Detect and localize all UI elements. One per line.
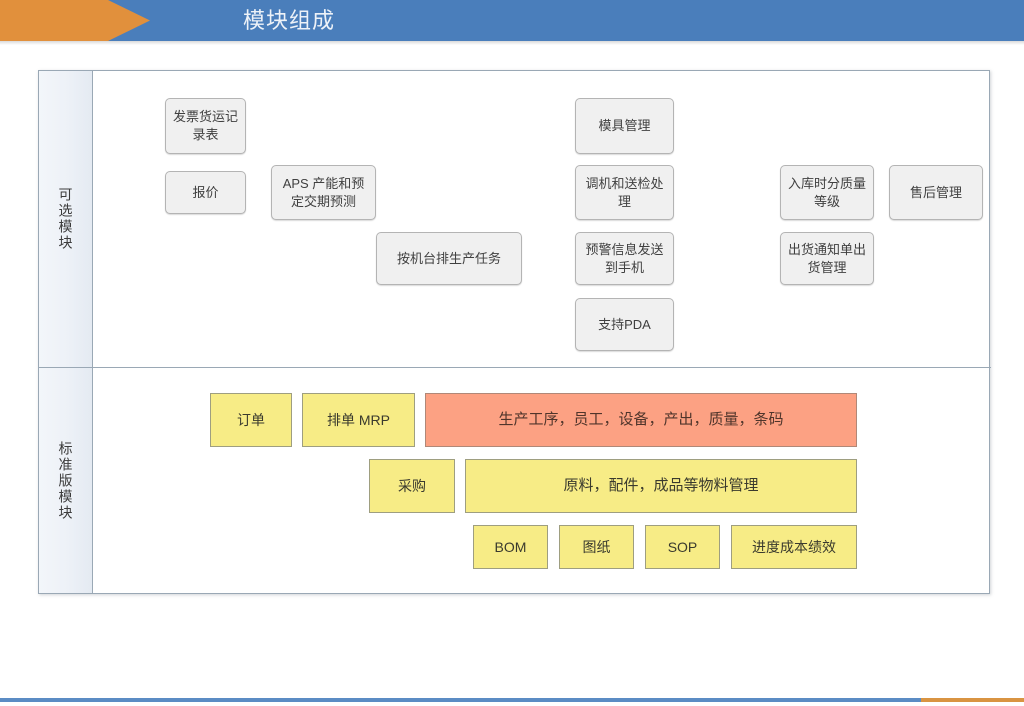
optional-module-after-sales[interactable]: 售后管理 <box>889 165 983 220</box>
optional-module-alert-to-mobile[interactable]: 预警信息发送到手机 <box>575 232 674 285</box>
footer-bar <box>0 698 1024 702</box>
standard-module-production-process[interactable]: 生产工序，员工，设备，产出，质量，条码 <box>425 393 857 447</box>
section-label-standard-text: 标准版模块 <box>57 440 74 521</box>
section-label-optional: 可选模块 <box>39 71 92 367</box>
optional-module-pda-support[interactable]: 支持PDA <box>575 298 674 351</box>
optional-module-machine-production-scheduling[interactable]: 按机台排生产任务 <box>376 232 522 285</box>
standard-module-drawings[interactable]: 图纸 <box>559 525 634 569</box>
optional-module-quality-grade-on-inbound[interactable]: 入库时分质量等级 <box>780 165 874 220</box>
header-band: 模块组成 <box>0 0 1024 41</box>
standard-module-order[interactable]: 订单 <box>210 393 292 447</box>
standard-module-mrp-scheduling[interactable]: 排单 MRP <box>302 393 415 447</box>
optional-module-quotation[interactable]: 报价 <box>165 171 246 214</box>
optional-module-aps-capacity-forecast[interactable]: APS 产能和预定交期预测 <box>271 165 376 220</box>
standard-module-purchasing[interactable]: 采购 <box>369 459 455 513</box>
optional-module-mold-management[interactable]: 模具管理 <box>575 98 674 154</box>
header-shadow <box>0 41 1024 45</box>
footer-bar-accent <box>921 698 1024 702</box>
column-divider <box>92 71 93 593</box>
section-divider <box>39 367 991 368</box>
header-arrow-shape <box>0 0 150 41</box>
optional-module-shipping-notice[interactable]: 出货通知单出货管理 <box>780 232 874 285</box>
module-composition-diagram: 可选模块 标准版模块 发票货运记录表 报价 APS 产能和预定交期预测 按机台排… <box>38 70 991 594</box>
optional-module-machine-adjust-inspection[interactable]: 调机和送检处理 <box>575 165 674 220</box>
standard-module-bom[interactable]: BOM <box>473 525 548 569</box>
optional-module-invoice-shipping-record[interactable]: 发票货运记录表 <box>165 98 246 154</box>
standard-module-material-management[interactable]: 原料，配件，成品等物料管理 <box>465 459 857 513</box>
standard-module-progress-cost-performance[interactable]: 进度成本绩效 <box>731 525 857 569</box>
section-label-standard: 标准版模块 <box>39 368 92 593</box>
page-title: 模块组成 <box>243 8 336 33</box>
section-label-optional-text: 可选模块 <box>57 187 74 251</box>
standard-module-sop[interactable]: SOP <box>645 525 720 569</box>
